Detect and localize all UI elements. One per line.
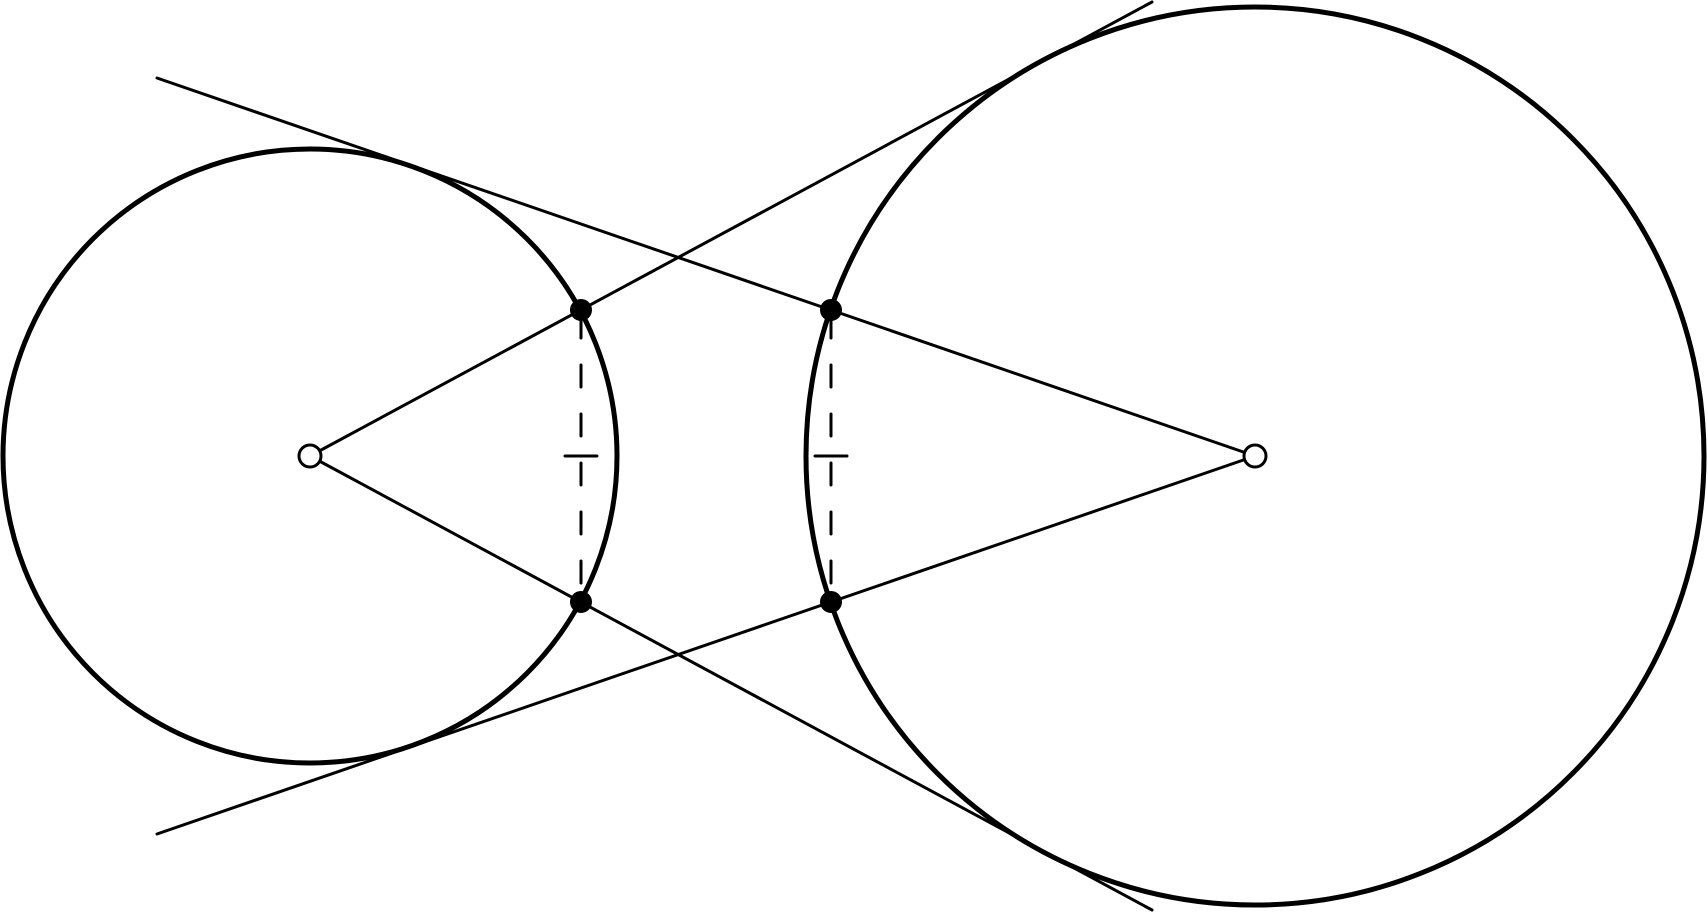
tangent-line-right-center-upper bbox=[155, 76, 1257, 458]
right-circle-center bbox=[1242, 443, 1268, 469]
left-circle bbox=[0, 146, 620, 766]
tangent-line-right-center-lower bbox=[155, 454, 1257, 836]
tangent-line-left-center-upper bbox=[308, 0, 1154, 458]
tangent-line-left-center-lower bbox=[308, 454, 1154, 912]
tangent-point-right-lower bbox=[820, 591, 842, 613]
left-circle-center bbox=[297, 443, 323, 469]
tangent-point-left-upper bbox=[570, 299, 592, 321]
tangent-point-right-upper bbox=[820, 299, 842, 321]
right-circle bbox=[803, 4, 1707, 908]
tangent-point-left-lower bbox=[570, 591, 592, 613]
